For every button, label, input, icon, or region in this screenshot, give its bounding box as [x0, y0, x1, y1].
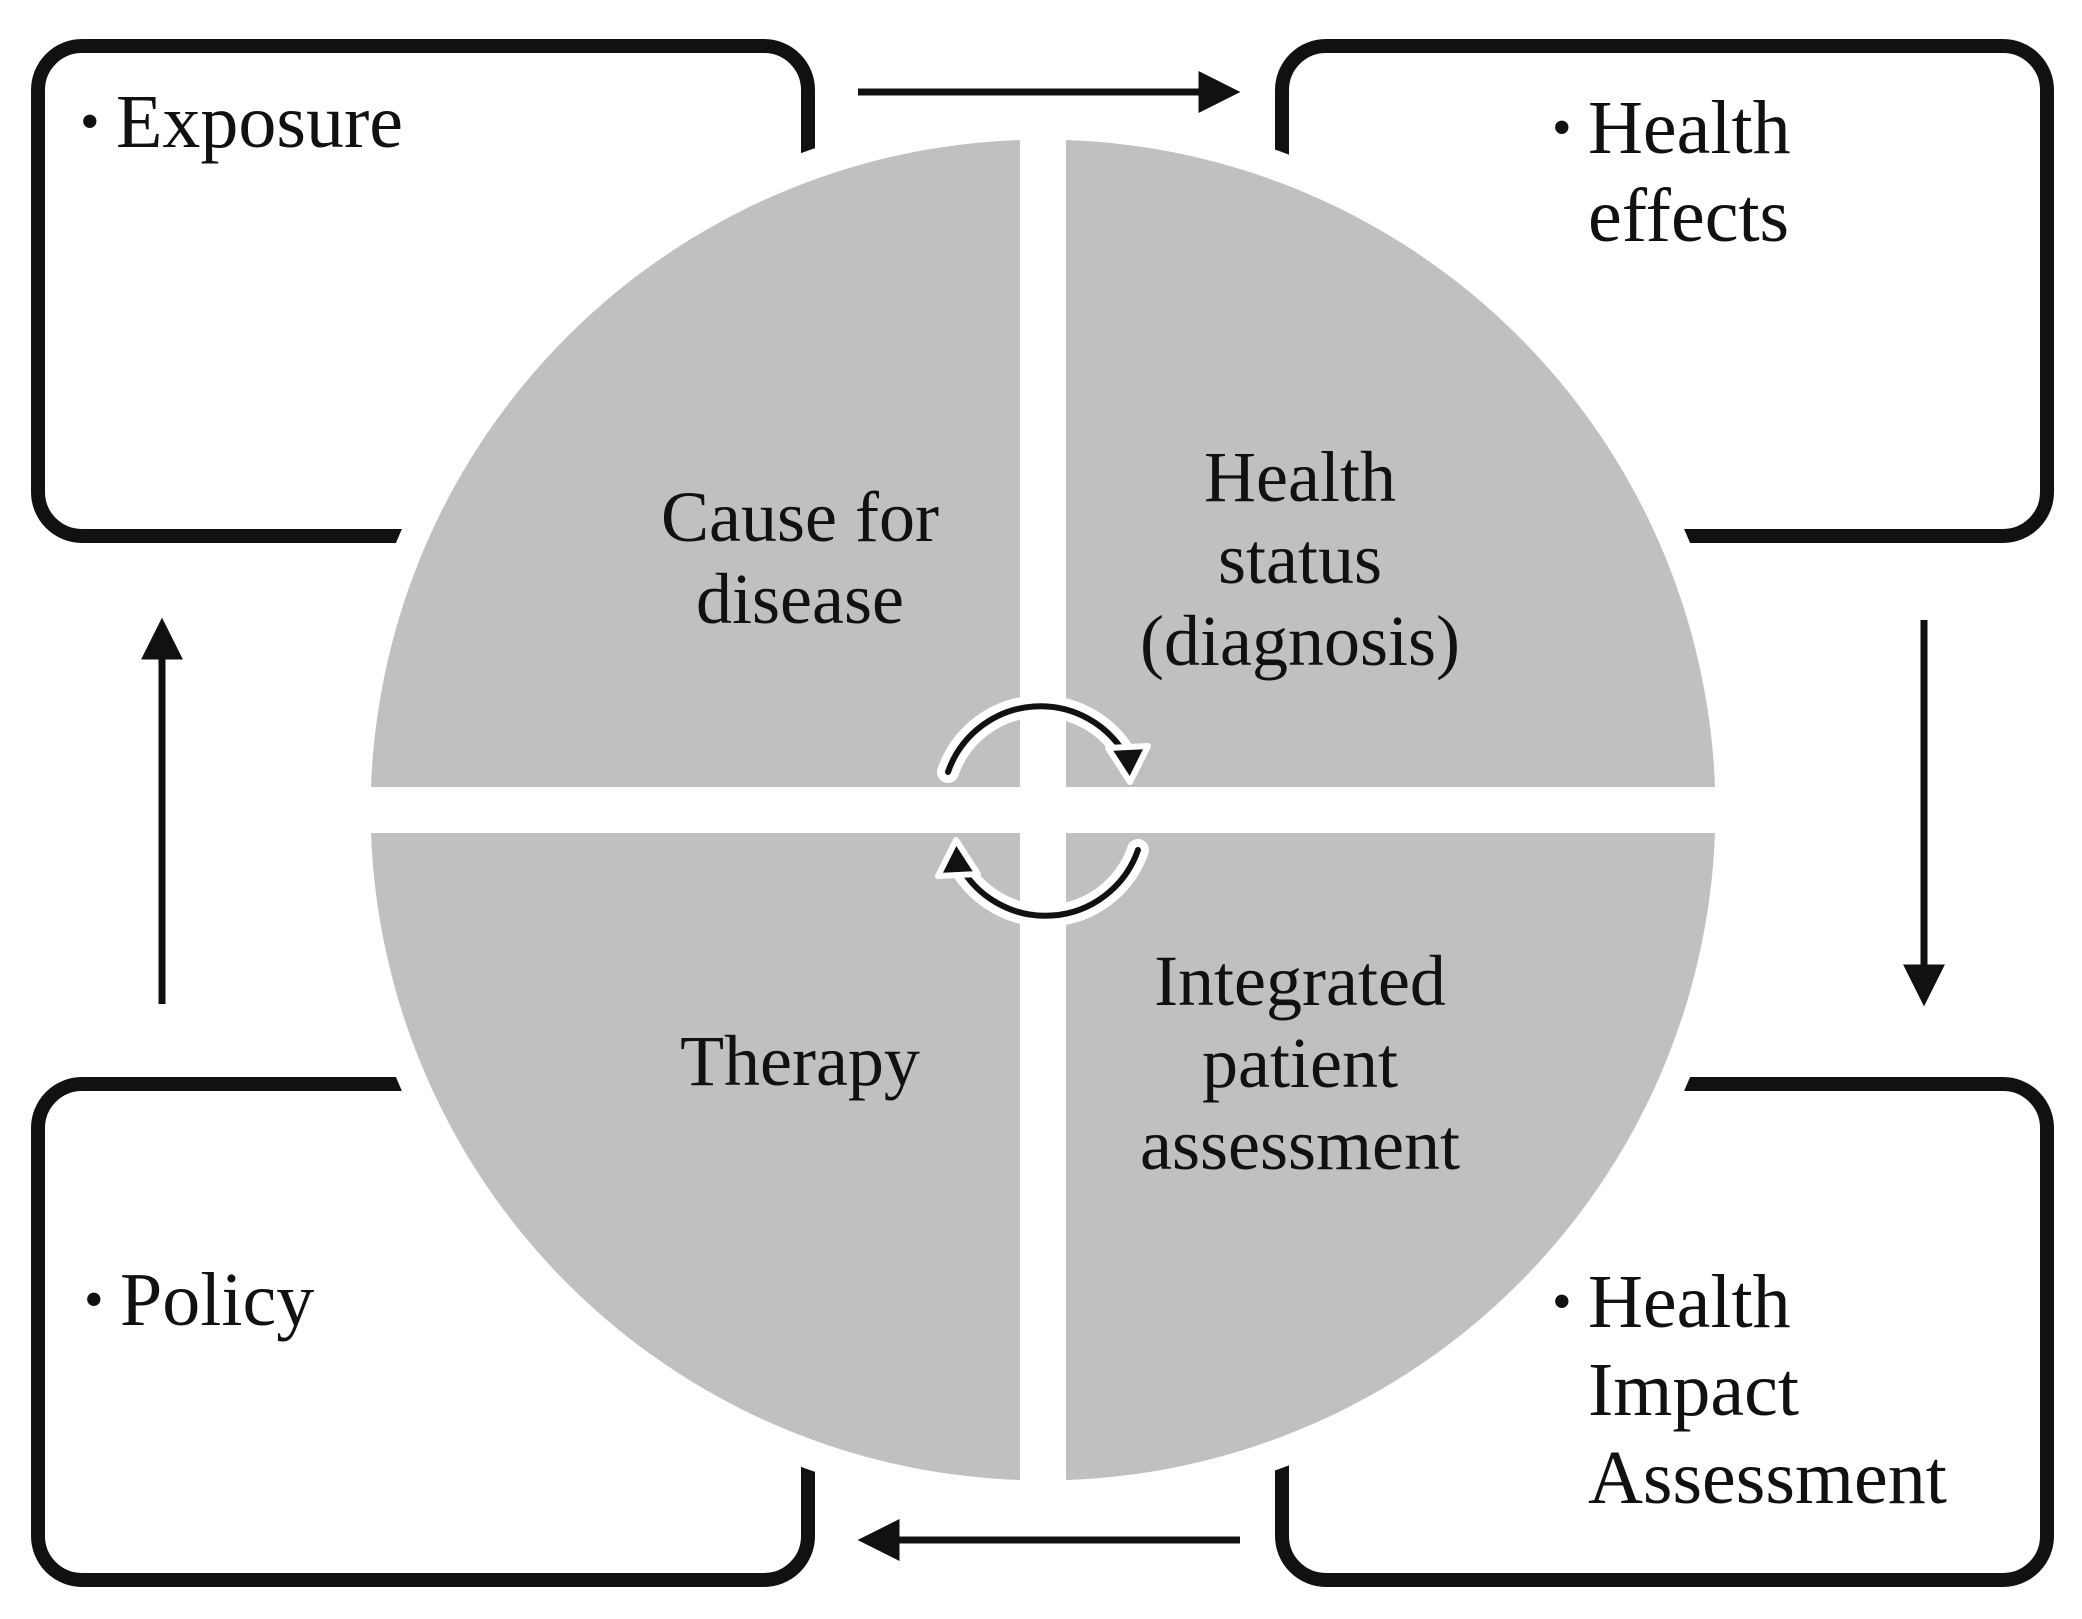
integrated-patient-assessment-label: Integrated patient assessment	[1090, 940, 1510, 1186]
health-effects-line-2: effects	[1588, 174, 1790, 258]
health-status-line-1: Health	[1204, 437, 1396, 517]
health-status-line-2: status	[1217, 519, 1382, 599]
cause-for-disease-label: Cause for disease	[590, 476, 1010, 640]
policy-bullet: •	[84, 1269, 104, 1331]
hia-bullet: •	[1552, 1271, 1572, 1333]
hia-line-3: Assessment	[1588, 1436, 1947, 1520]
quadrant-integrated-patient-assessment	[1066, 833, 1715, 1480]
therapy-label: Therapy	[590, 1020, 1010, 1102]
hia-label: • Health Impact Assessment	[1552, 1258, 1947, 1522]
health-effects-label: • Health effects	[1552, 84, 1791, 260]
cause-for-disease-line-2: disease	[696, 559, 904, 639]
health-effects-line-1: Health	[1588, 86, 1791, 170]
quadrant-therapy	[371, 833, 1020, 1480]
cause-for-disease-line-1: Cause for	[661, 477, 939, 557]
ipa-line-2: patient	[1202, 1023, 1398, 1103]
health-status-line-3: (diagnosis)	[1140, 601, 1460, 681]
exposure-label: • Exposure	[80, 78, 403, 166]
policy-label: • Policy	[84, 1256, 314, 1344]
hia-line-1: Health	[1588, 1260, 1791, 1344]
ipa-line-3: assessment	[1140, 1105, 1460, 1185]
ipa-line-1: Integrated	[1154, 941, 1446, 1021]
hia-line-2: Impact	[1588, 1348, 1800, 1432]
circular-arrows-icon	[935, 695, 1151, 927]
health-effects-bullet: •	[1552, 97, 1572, 159]
health-status-label: Health status (diagnosis)	[1090, 436, 1510, 682]
exposure-line-1: Exposure	[116, 80, 404, 164]
policy-line-1: Policy	[120, 1258, 315, 1342]
exposure-bullet: •	[80, 91, 100, 153]
quadrant-cause-for-disease	[371, 140, 1020, 787]
quadrant-health-status	[1066, 140, 1715, 787]
circle-halo	[343, 110, 1743, 1510]
therapy-line-1: Therapy	[680, 1021, 920, 1101]
